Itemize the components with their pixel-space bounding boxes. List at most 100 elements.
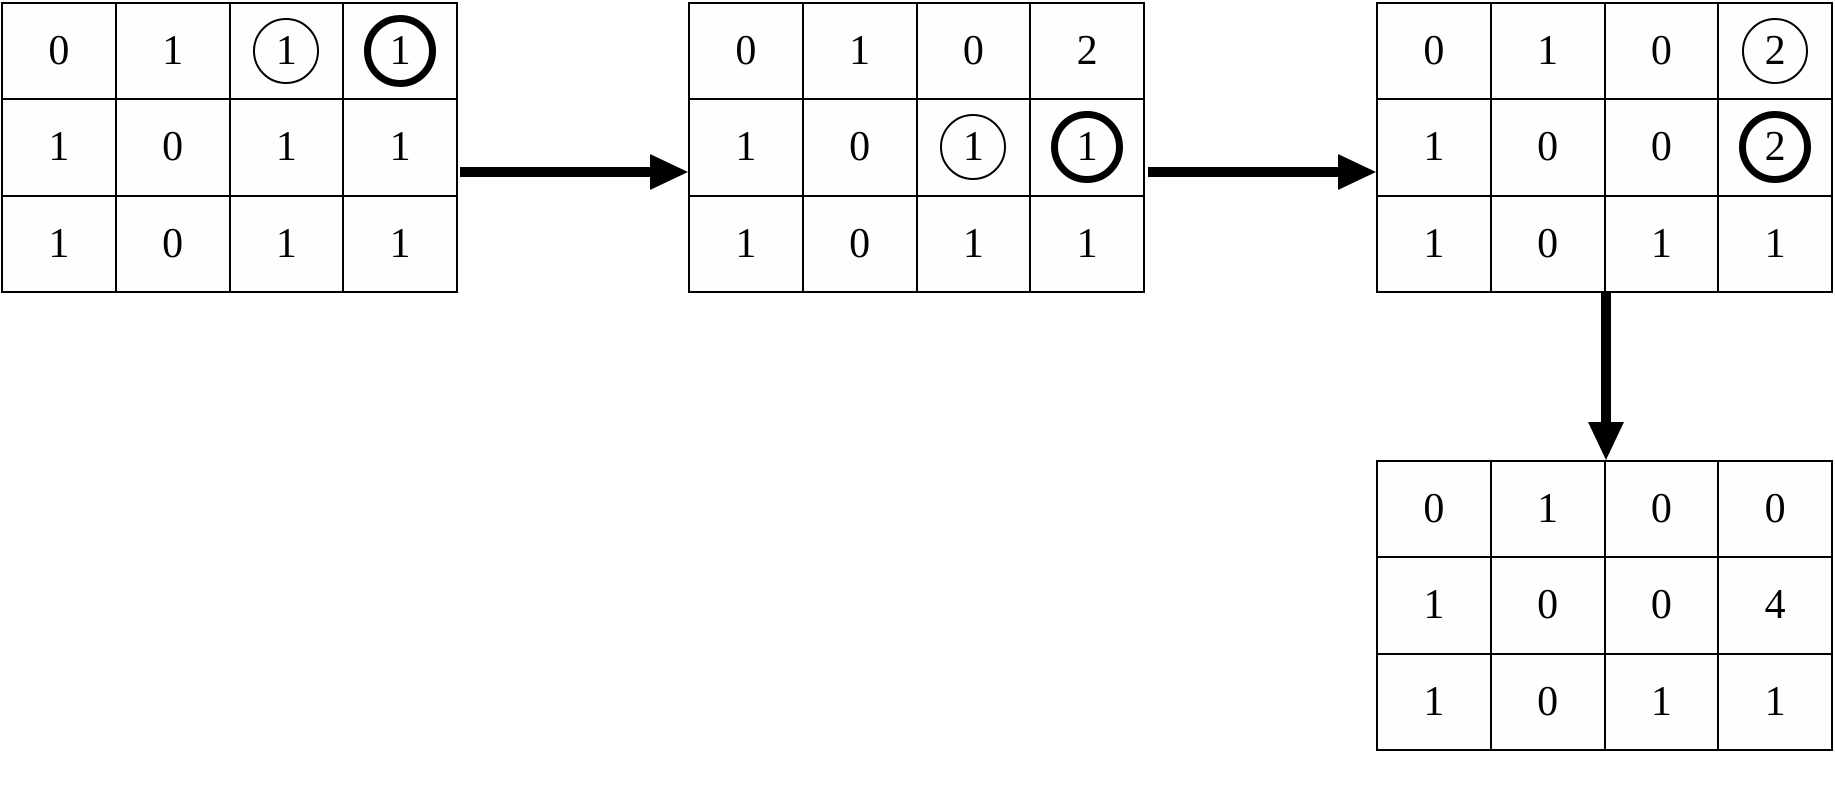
grid-cell[interactable]: 1 — [344, 100, 458, 197]
cell-value-thick-circle-marker: 1 — [364, 15, 437, 88]
cell-value: 0 — [1537, 582, 1559, 629]
grid-cell[interactable]: 1 — [917, 196, 1032, 293]
grid-cell[interactable]: 0 — [917, 4, 1032, 101]
cell-value: 1 — [1650, 220, 1672, 267]
grid-cell[interactable]: 0 — [3, 4, 117, 101]
cell-value: 1 — [48, 124, 70, 171]
grid-cell[interactable]: 0 — [803, 196, 918, 293]
cell-value: 1 — [1423, 124, 1445, 171]
grid-cell[interactable]: 1 — [344, 4, 458, 101]
grid-cell[interactable]: 1 — [690, 196, 804, 293]
grid-cell[interactable]: 1 — [3, 100, 117, 197]
grid-cell[interactable]: 1 — [803, 4, 918, 101]
cell-value: 0 — [1650, 28, 1672, 75]
grid-cell[interactable]: 1 — [1031, 196, 1145, 293]
grid-cell[interactable]: 1 — [230, 4, 345, 101]
cell-value: 0 — [1650, 124, 1672, 171]
cell-value: 0 — [849, 220, 871, 267]
grid-cell[interactable]: 0 — [690, 4, 804, 101]
grid-cell[interactable]: 1 — [230, 100, 345, 197]
cell-value: 0 — [48, 28, 70, 75]
cell-value: 0 — [1650, 582, 1672, 629]
grid-cell[interactable]: 0 — [1491, 196, 1606, 293]
grid-cell[interactable]: 1 — [690, 100, 804, 197]
grid-cell[interactable]: 0 — [1719, 462, 1833, 559]
cell-value: 1 — [1537, 486, 1559, 533]
cell-value: 1 — [962, 220, 984, 267]
cell-value-thick-circle-marker: 1 — [1051, 111, 1124, 184]
grid-cell[interactable]: 0 — [1378, 4, 1492, 101]
cell-value-thin-circle-marker: 2 — [1742, 18, 1809, 85]
cell-value: 0 — [1650, 486, 1672, 533]
grid-cell[interactable]: 1 — [1031, 100, 1145, 197]
cell-value: 1 — [275, 220, 297, 267]
grid-cell[interactable]: 1 — [1378, 100, 1492, 197]
grid-cell[interactable]: 1 — [1719, 196, 1833, 293]
grid-cell[interactable]: 4 — [1719, 558, 1833, 655]
cell-value: 0 — [1537, 220, 1559, 267]
cell-value: 0 — [162, 124, 184, 171]
cell-value: 1 — [1423, 220, 1445, 267]
cell-value-thin-circle-marker: 1 — [940, 114, 1007, 181]
grid-cell[interactable]: 0 — [1605, 558, 1720, 655]
cell-value: 1 — [1650, 678, 1672, 725]
grid-cell[interactable]: 1 — [1605, 654, 1720, 751]
grid-cell[interactable]: 0 — [1605, 100, 1720, 197]
arrow-shaft — [460, 167, 652, 177]
arrow-head-icon — [1338, 154, 1376, 190]
grid-cell[interactable]: 0 — [1491, 654, 1606, 751]
cell-value-thin-circle-marker: 1 — [253, 18, 320, 85]
cell-value: 2 — [1076, 28, 1098, 75]
grid-cell[interactable]: 0 — [803, 100, 918, 197]
cell-value: 1 — [1764, 220, 1786, 267]
grid-cell[interactable]: 1 — [1378, 654, 1492, 751]
arrow-shaft — [1601, 293, 1611, 426]
cell-value: 1 — [1764, 678, 1786, 725]
grid-cell[interactable]: 0 — [1605, 462, 1720, 559]
grid-cell[interactable]: 1 — [1378, 558, 1492, 655]
cell-value: 1 — [389, 220, 411, 267]
cell-value: 1 — [1076, 220, 1098, 267]
grid-cell[interactable]: 1 — [230, 196, 345, 293]
grid-cell[interactable]: 1 — [116, 4, 231, 101]
arrow-head-icon — [650, 154, 688, 190]
cell-value: 0 — [1764, 486, 1786, 533]
grid-cell[interactable]: 0 — [116, 100, 231, 197]
cell-value: 0 — [735, 28, 757, 75]
arrow-shaft — [1148, 167, 1340, 177]
grid-cell[interactable]: 0 — [1491, 100, 1606, 197]
cell-value: 1 — [735, 124, 757, 171]
cell-value: 1 — [735, 220, 757, 267]
cell-value: 4 — [1764, 582, 1786, 629]
cell-value: 1 — [275, 124, 297, 171]
grid-cell[interactable]: 1 — [3, 196, 117, 293]
grid-cell[interactable]: 2 — [1031, 4, 1145, 101]
grid-cell[interactable]: 1 — [1491, 462, 1606, 559]
grid-cell[interactable]: 0 — [116, 196, 231, 293]
cell-value: 0 — [1423, 28, 1445, 75]
grid-cell[interactable]: 0 — [1491, 558, 1606, 655]
grid-cell[interactable]: 1 — [1491, 4, 1606, 101]
grid-cell[interactable]: 0 — [1605, 4, 1720, 101]
grid-cell[interactable]: 1 — [1605, 196, 1720, 293]
grid-cell[interactable]: 2 — [1719, 100, 1833, 197]
cell-value: 1 — [1423, 678, 1445, 725]
grid-cell[interactable]: 1 — [1378, 196, 1492, 293]
grid-cell[interactable]: 1 — [917, 100, 1032, 197]
grid-cell[interactable]: 2 — [1719, 4, 1833, 101]
cell-value: 1 — [1423, 582, 1445, 629]
cell-value: 1 — [389, 124, 411, 171]
grid-cell[interactable]: 1 — [344, 196, 458, 293]
grid-cell[interactable]: 0 — [1378, 462, 1492, 559]
grid-cell[interactable]: 1 — [1719, 654, 1833, 751]
cell-value: 1 — [849, 28, 871, 75]
cell-value: 0 — [162, 220, 184, 267]
cell-value-thick-circle-marker: 2 — [1739, 111, 1812, 184]
cell-value: 0 — [1537, 678, 1559, 725]
cell-value: 1 — [162, 28, 184, 75]
